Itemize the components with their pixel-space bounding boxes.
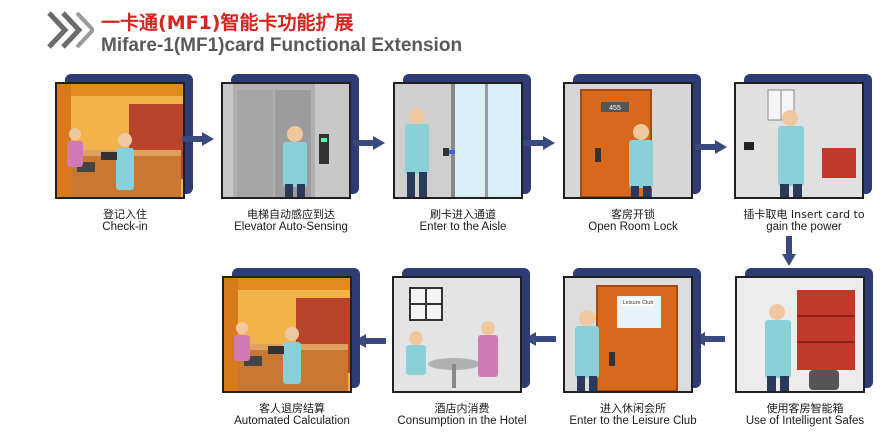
arrow-right-icon <box>695 140 727 154</box>
illustration-elevator <box>221 82 351 199</box>
illustration-intelligent-safes <box>735 276 865 393</box>
leisure-club-sign: Leisure Club <box>623 300 654 306</box>
step-caption: 使用客房智能箱 Use of Intelligent Safes <box>745 402 865 427</box>
title-english: Mifare-1(MF1)card Functional Extension <box>101 35 463 56</box>
illustration-check-in <box>55 82 185 199</box>
arrow-right-icon <box>353 136 385 150</box>
illustration-automated-calculation <box>222 276 352 393</box>
step-caption: 酒店内消费 Consumption in the Hotel <box>397 402 527 427</box>
step-caption: 登记入住 Check-in <box>102 208 148 233</box>
illustration-room-lock: 455 <box>563 82 693 199</box>
title-chinese: 一卡通(MF1)智能卡功能扩展 <box>101 12 354 34</box>
arrow-down-icon <box>782 236 796 266</box>
illustration-consumption <box>392 276 522 393</box>
arrow-right-icon <box>523 136 555 150</box>
double-chevron-right-icon <box>47 11 94 49</box>
step-caption: 进入休闲会所 Enter to the Leisure Club <box>569 402 697 427</box>
room-number-sign: 455 <box>609 105 621 112</box>
step-caption: 刷卡进入通道 Enter to the Aisle <box>419 208 507 233</box>
arrow-right-icon <box>182 132 214 146</box>
illustration-leisure-club: Leisure Club <box>563 276 693 393</box>
step-caption: 客人退房结算 Automated Calculation <box>234 402 350 427</box>
step-caption: 插卡取电 Insert card to gain the power <box>743 208 865 233</box>
step-caption: 客房开锁 Open Room Lock <box>588 208 678 233</box>
illustration-aisle <box>393 82 523 199</box>
arrow-left-icon <box>354 334 386 348</box>
step-caption: 电梯自动感应到达 Elevator Auto-Sensing <box>234 208 348 233</box>
arrow-left-icon <box>524 332 556 346</box>
illustration-insert-card <box>734 82 864 199</box>
